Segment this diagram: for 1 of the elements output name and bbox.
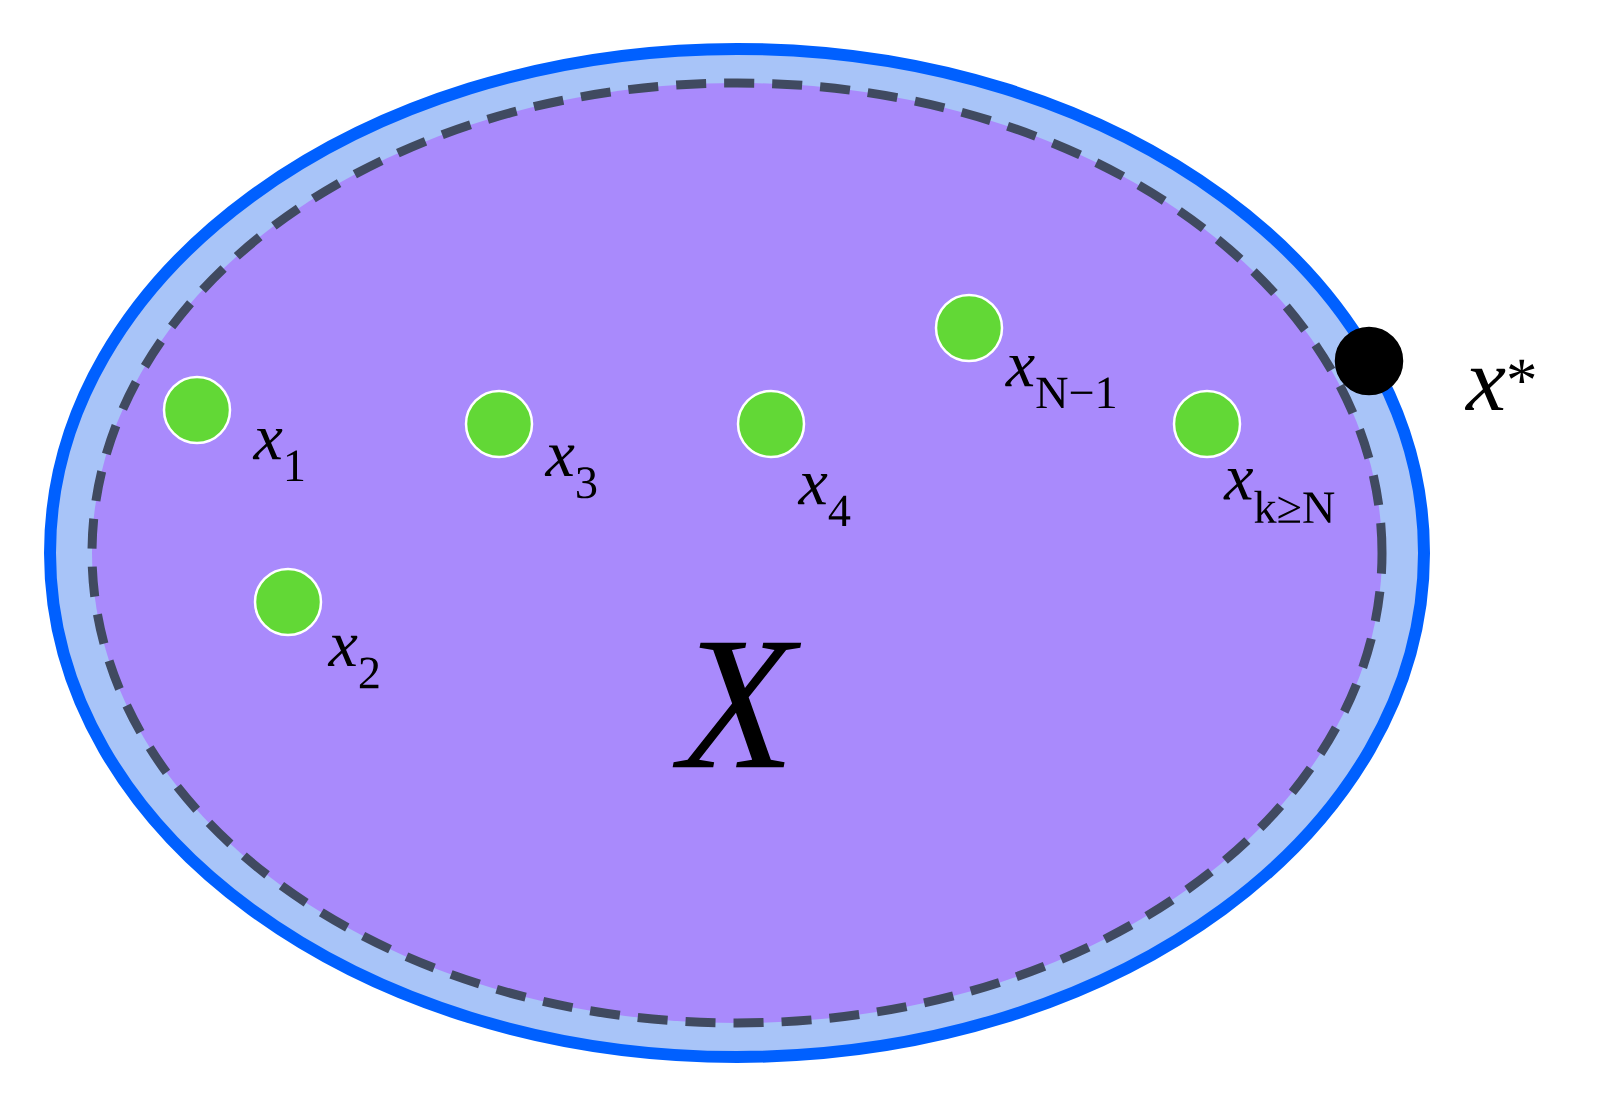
point-label: x$^{*}$: [1464, 359, 1535, 411]
